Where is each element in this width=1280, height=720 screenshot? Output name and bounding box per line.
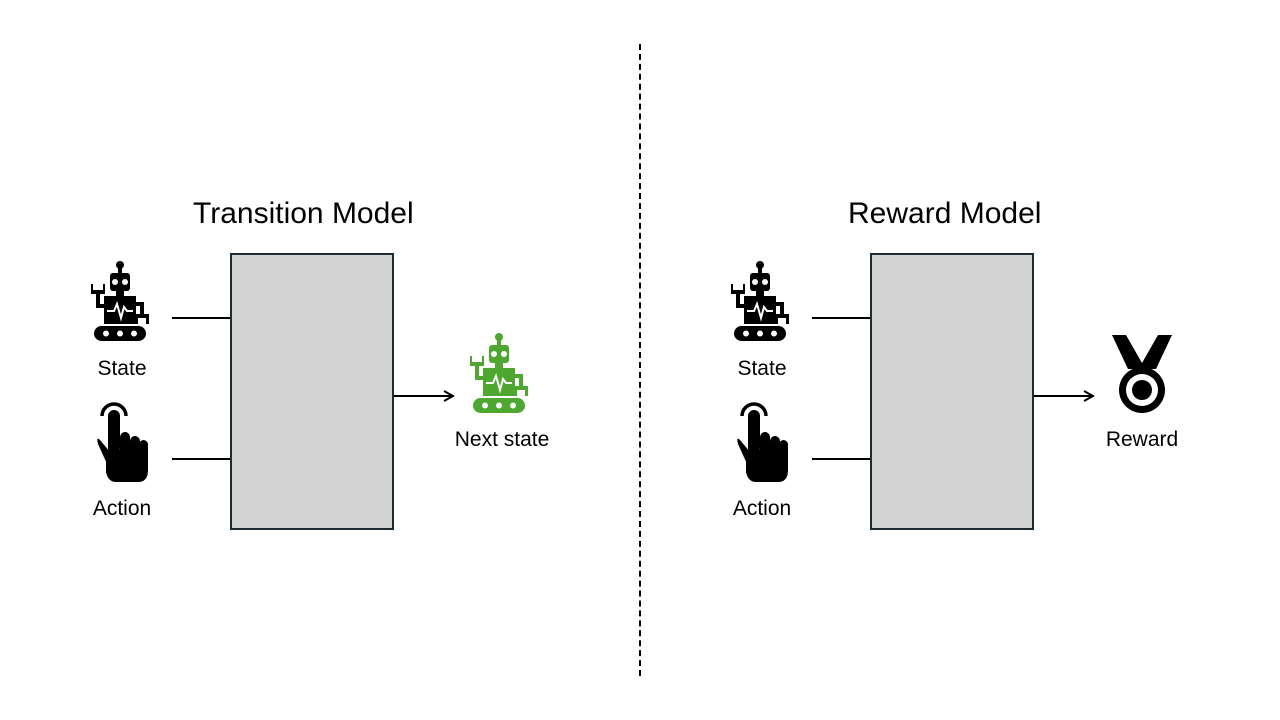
transition-model-box bbox=[230, 253, 394, 530]
action-input-line bbox=[812, 458, 871, 460]
reward-state-label: State bbox=[737, 357, 787, 380]
action-input-line bbox=[172, 458, 231, 460]
reward-model-box bbox=[870, 253, 1034, 530]
pointing-hand-icon bbox=[96, 400, 150, 484]
state-input-line bbox=[172, 317, 231, 319]
pointing-hand-icon bbox=[736, 400, 790, 484]
robot-icon bbox=[90, 260, 154, 342]
transition-action-label: Action bbox=[92, 497, 152, 520]
reward-action-label: Action bbox=[732, 497, 792, 520]
robot-icon bbox=[469, 332, 533, 414]
robot-icon bbox=[730, 260, 794, 342]
reward-label: Reward bbox=[1105, 428, 1179, 451]
medal-icon bbox=[1112, 335, 1172, 417]
output-arrow bbox=[1034, 390, 1096, 402]
state-input-line bbox=[812, 317, 871, 319]
output-arrow bbox=[394, 390, 456, 402]
transition-model-title: Transition Model bbox=[193, 197, 414, 230]
panel-divider bbox=[639, 44, 641, 676]
reward-model-title: Reward Model bbox=[848, 197, 1042, 230]
transition-state-label: State bbox=[97, 357, 147, 380]
next-state-label: Next state bbox=[454, 428, 550, 451]
